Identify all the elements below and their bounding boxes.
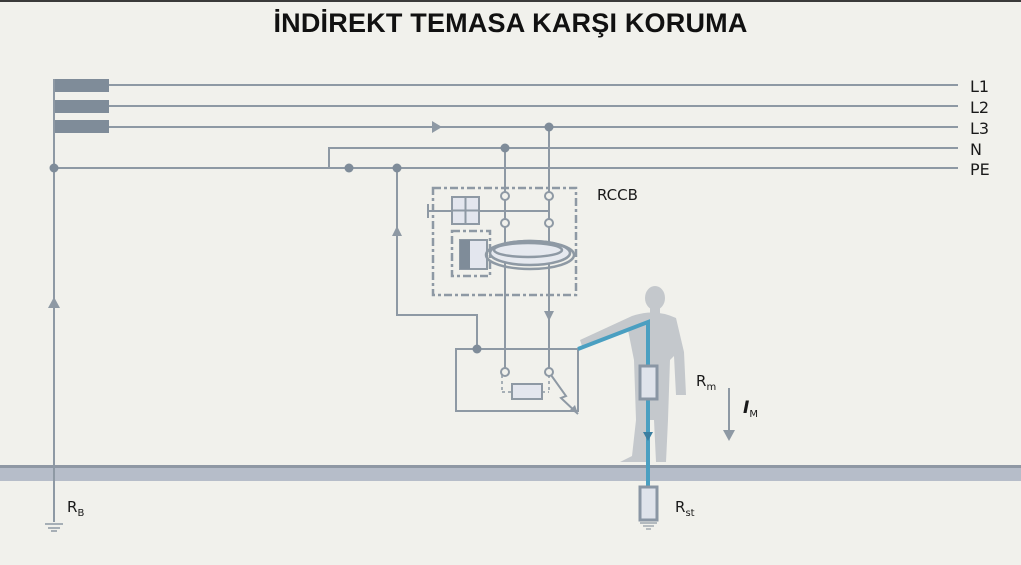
- supply-bars: [54, 79, 109, 133]
- ground-surface: [0, 465, 1021, 481]
- label-l1: L1: [970, 77, 989, 96]
- earth-symbol-rst: [640, 522, 657, 530]
- fault-symbol: [550, 374, 579, 415]
- earth-symbol-rb: [45, 523, 63, 532]
- label-rm: Rm: [696, 372, 716, 393]
- label-n: N: [970, 140, 982, 159]
- conductor-n: [328, 147, 958, 168]
- label-rccb: RCCB: [597, 186, 638, 204]
- load-resistor: [511, 383, 543, 400]
- label-rst: Rst: [675, 498, 695, 519]
- label-l3: L3: [970, 119, 989, 138]
- load-enclosure: [455, 348, 579, 412]
- standing-resistance: [638, 485, 659, 522]
- person-silhouette: [580, 286, 686, 462]
- label-im: IM: [743, 398, 758, 420]
- label-pe: PE: [970, 160, 990, 179]
- current-direction-arrows: [48, 121, 554, 321]
- junction-dots: [49, 122, 554, 354]
- label-l2: L2: [970, 98, 989, 117]
- rccb-contacts: [500, 191, 554, 377]
- trip-relay: [459, 239, 488, 270]
- top-border: [0, 0, 1021, 2]
- toroidal-transformer: [484, 239, 576, 271]
- rccb-enclosure: [431, 186, 578, 393]
- pe-return-path: [396, 168, 478, 349]
- label-rb: RB: [67, 498, 84, 519]
- body-resistance: [638, 364, 659, 401]
- body-current-arrow: [723, 388, 735, 441]
- fault-current-path: [577, 319, 650, 520]
- test-button: [451, 196, 480, 225]
- diagram-title: İNDİREKT TEMASA KARŞI KORUMA: [273, 8, 748, 38]
